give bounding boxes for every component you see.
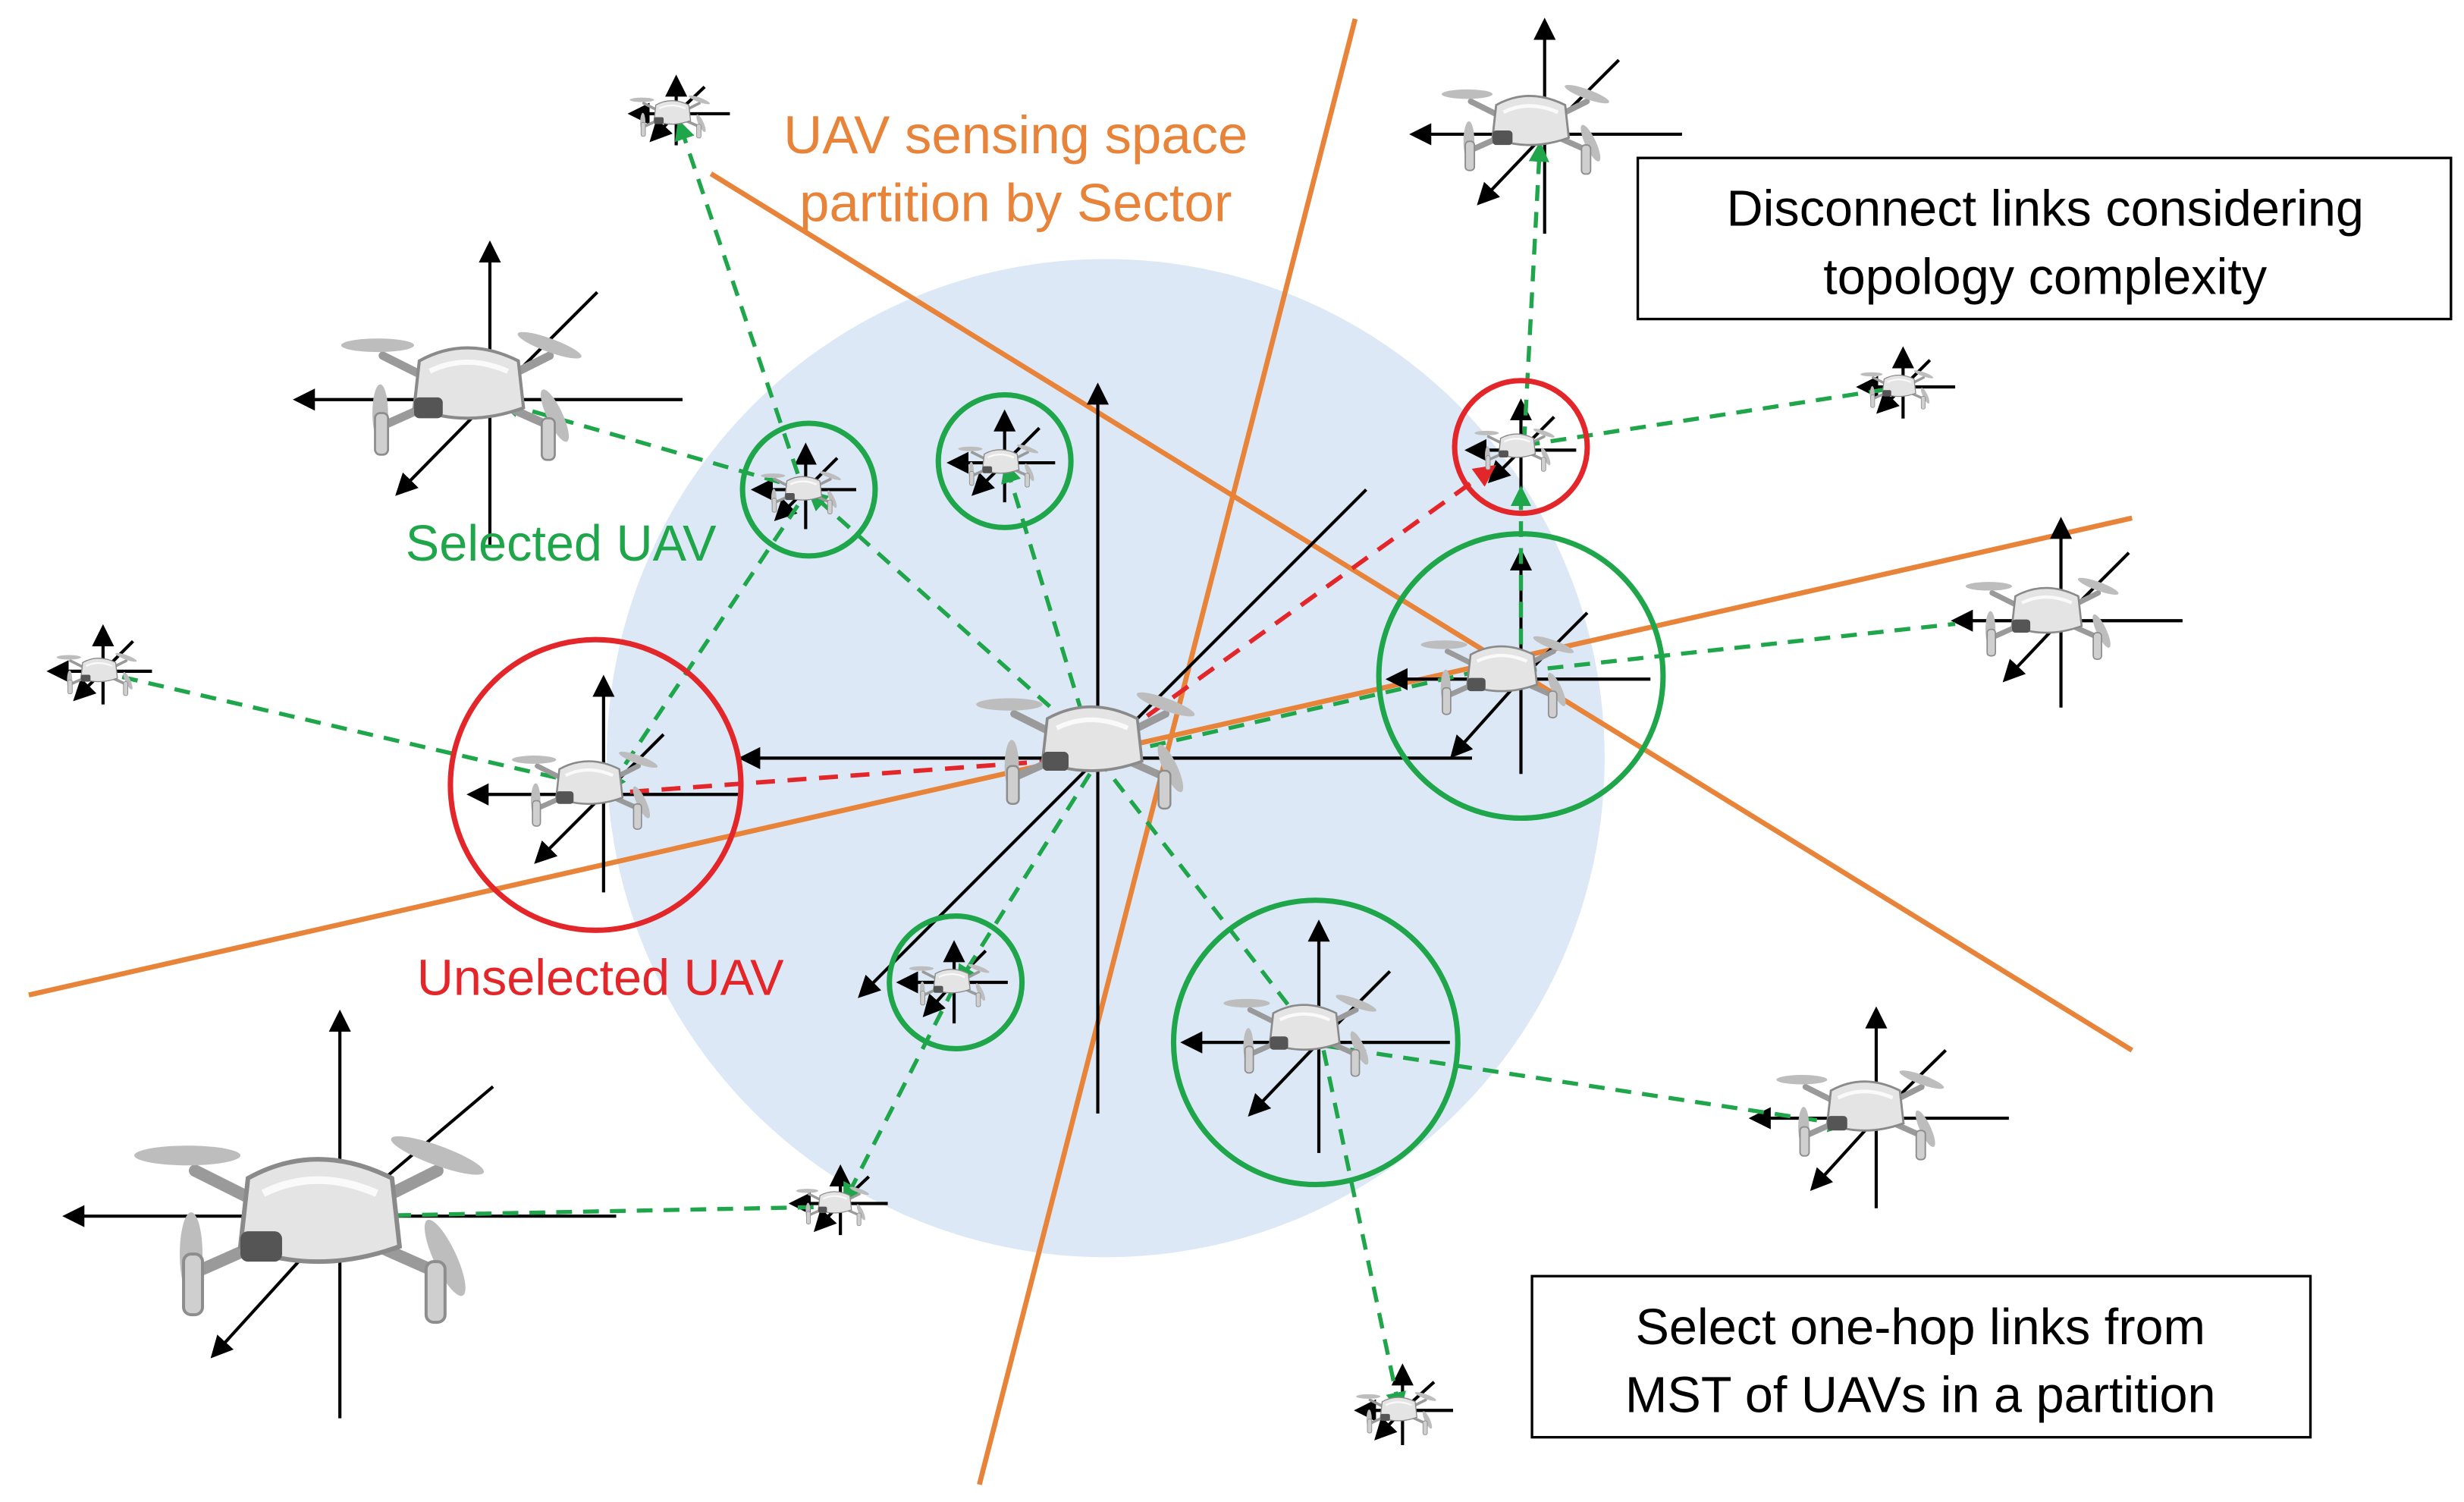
unselected-uav-label: Unselected UAV (417, 951, 784, 1007)
selected-uav-circles (739, 391, 1666, 1188)
sensing-space-subtitle: partition by Sector (799, 172, 1232, 232)
drone-icon (1776, 1067, 1945, 1160)
sector-line-2 (709, 171, 2133, 1053)
selected-circle-3 (1376, 531, 1666, 822)
disconnect-box-line2: topology complexity (1823, 249, 2268, 305)
drone-icon (1473, 426, 1557, 473)
select-box-line1: Select one-hop links from (1635, 1299, 2205, 1356)
drone-icon (134, 1130, 487, 1322)
disconnect-links-box: Disconnect links considering topology co… (1636, 156, 2453, 321)
unselected-circle-2 (1452, 378, 1590, 517)
drone-icon (55, 649, 140, 697)
unselected-uav-circles (447, 378, 1590, 933)
drone-icon (512, 749, 659, 829)
drone-icon (1442, 82, 1611, 174)
selected-uav-label: Selected UAV (406, 516, 717, 572)
drone-icon (341, 327, 584, 460)
selected-circle-2 (935, 391, 1074, 530)
selected-circle-5 (887, 913, 1025, 1051)
drone-icon (1354, 1389, 1439, 1437)
drone-icon (1859, 367, 1935, 410)
drone-icon (628, 92, 712, 140)
selected-circle-4 (1170, 897, 1461, 1188)
drone-icon (1966, 575, 2120, 659)
sensing-space-title: UAV sensing space (783, 105, 1248, 165)
disconnect-box-line1: Disconnect links considering (1727, 181, 2364, 237)
select-links-box: Select one-hop links from MST of UAVs in… (1530, 1274, 2312, 1439)
selected-circle-1 (739, 420, 878, 559)
unselected-circle-1 (447, 636, 744, 933)
select-box-line2: MST of UAVs in a partition (1625, 1367, 2216, 1423)
central-axis-cross (738, 382, 1472, 1114)
drone-icon (795, 1184, 871, 1227)
